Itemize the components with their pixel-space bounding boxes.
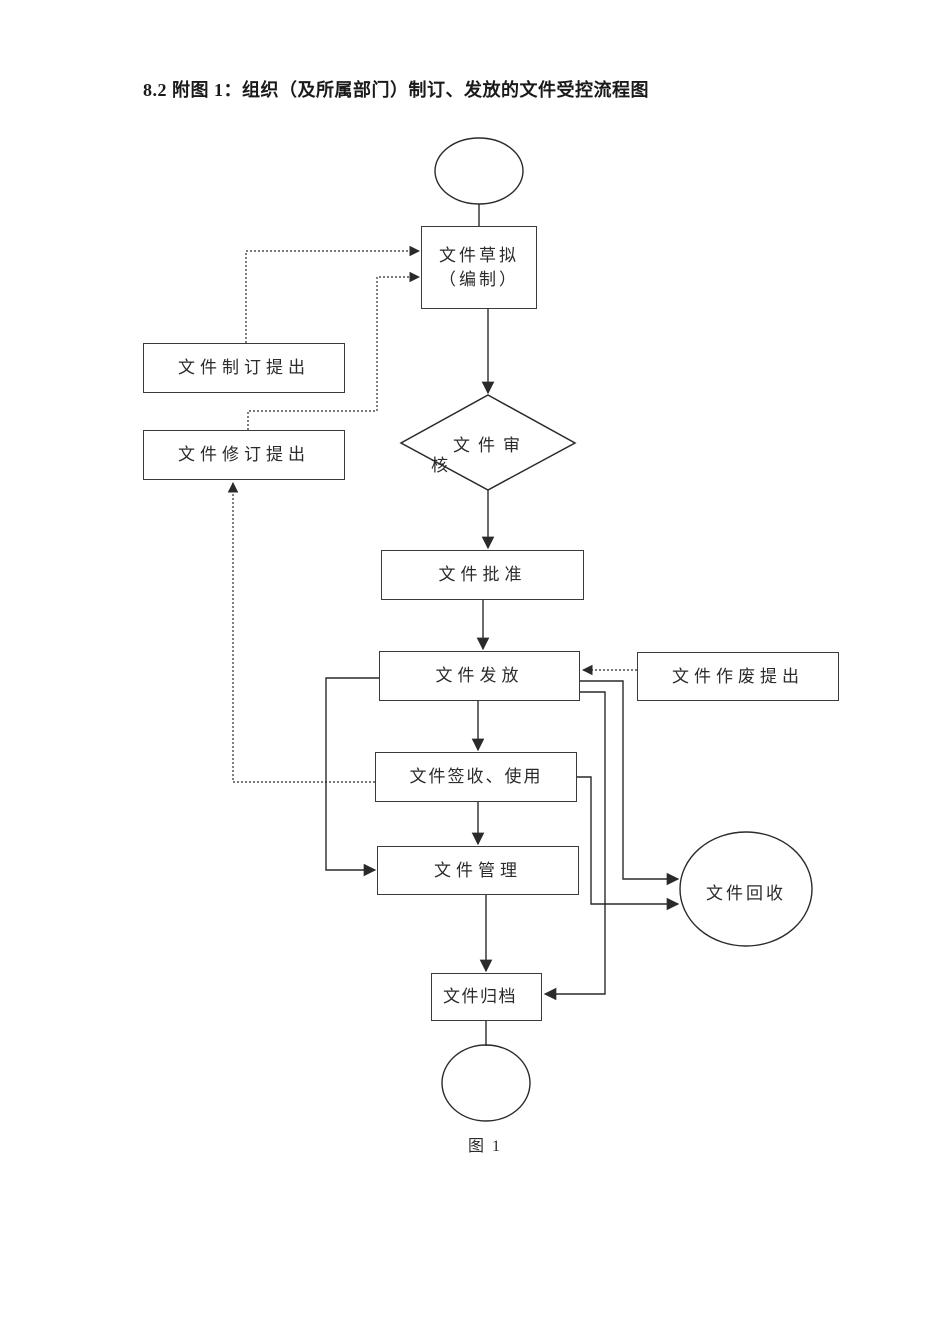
obsolete-label: 文件作废提出 [672, 666, 804, 686]
approve-box: 文件批准 [381, 550, 584, 600]
edge-issue-archive [543, 691, 606, 1001]
receipt-label: 文件签收、使用 [409, 767, 543, 786]
obsolete-box: 文件作废提出 [637, 652, 839, 701]
edge-issue-recycle [580, 680, 680, 886]
approve-label: 文件批准 [438, 565, 527, 584]
draft-label: 文件草拟 （编制） [439, 245, 519, 289]
page-title: 8.2 附图 1：组织（及所属部门）制订、发放的文件受控流程图 [143, 80, 649, 100]
edge-receipt-revise [227, 481, 375, 783]
manage-box: 文件管理 [377, 846, 579, 895]
recycle-label: 文件回收 [706, 884, 786, 903]
receipt-box: 文件签收、使用 [375, 752, 577, 802]
issue-label: 文件发放 [435, 666, 524, 685]
figure-caption: 图 1 [467, 1138, 502, 1155]
draft-box: 文件草拟 （编制） [421, 226, 537, 309]
edge-issue-manage [325, 677, 379, 877]
review-label: 文件审 核 [431, 436, 528, 475]
issue-box: 文件发放 [379, 651, 580, 701]
archive-box: 文件归档 [431, 973, 542, 1021]
end-terminator [441, 1044, 531, 1122]
recycle-circle [679, 831, 813, 947]
revise-box: 文件修订提出 [143, 430, 345, 480]
edge-formulate-draft [245, 245, 421, 343]
edge-revise-draft [247, 271, 421, 430]
edge-receipt-recycle [577, 776, 680, 911]
formulate-box: 文件制订提出 [143, 343, 345, 393]
formulate-label: 文件制订提出 [178, 358, 310, 377]
revise-label: 文件修订提出 [178, 445, 310, 464]
archive-label: 文件归档 [443, 987, 517, 1006]
start-terminator [434, 137, 524, 205]
manage-label: 文件管理 [434, 860, 522, 880]
